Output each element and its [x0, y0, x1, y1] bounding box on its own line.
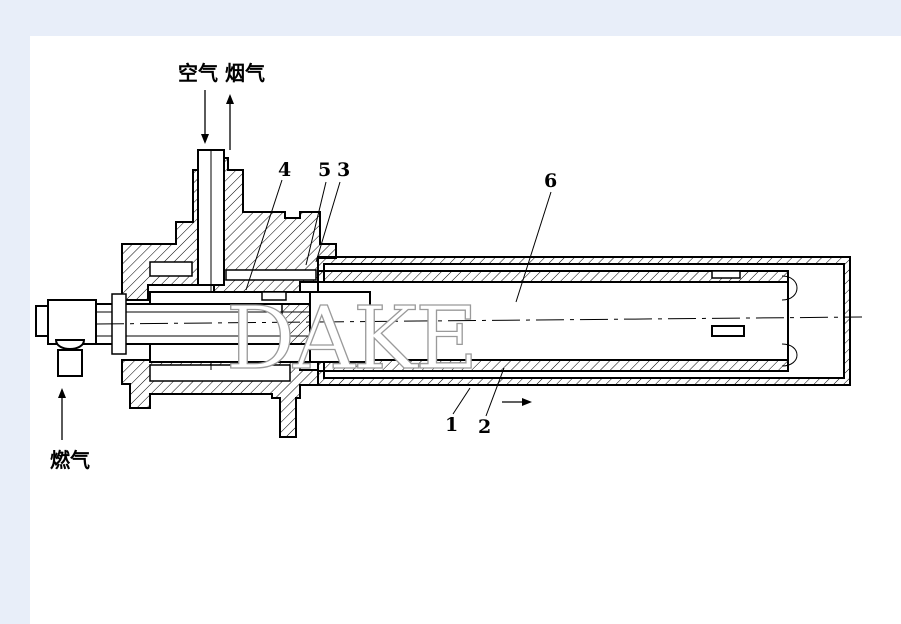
- part-5-label: 5: [318, 159, 331, 181]
- fuel-gas-arrow: [58, 388, 66, 440]
- part-2-label: 2: [478, 416, 491, 438]
- air-arrow: [201, 90, 209, 144]
- flow-arcs: [781, 275, 798, 367]
- fuel-inlet-elbow: [35, 293, 127, 377]
- part-4-label: 4: [278, 159, 291, 181]
- flue-gas-label: 烟气: [225, 61, 265, 85]
- part-3-label: 3: [337, 159, 350, 181]
- center-line: [95, 316, 863, 325]
- part-6-label: 6: [544, 170, 557, 192]
- leader-lines: [245, 179, 552, 417]
- air-flue-pipes: [197, 149, 225, 370]
- part-1-label: 1: [445, 414, 458, 436]
- flue-gas-arrow: [226, 94, 234, 150]
- flow-direction-arrow: [502, 398, 532, 406]
- watermark: DAKE: [226, 289, 476, 389]
- air-label: 空气: [178, 61, 218, 85]
- fuel-gas-label: 燃气: [50, 448, 90, 472]
- fuel-lance: [95, 303, 311, 345]
- burner-body: [121, 157, 337, 438]
